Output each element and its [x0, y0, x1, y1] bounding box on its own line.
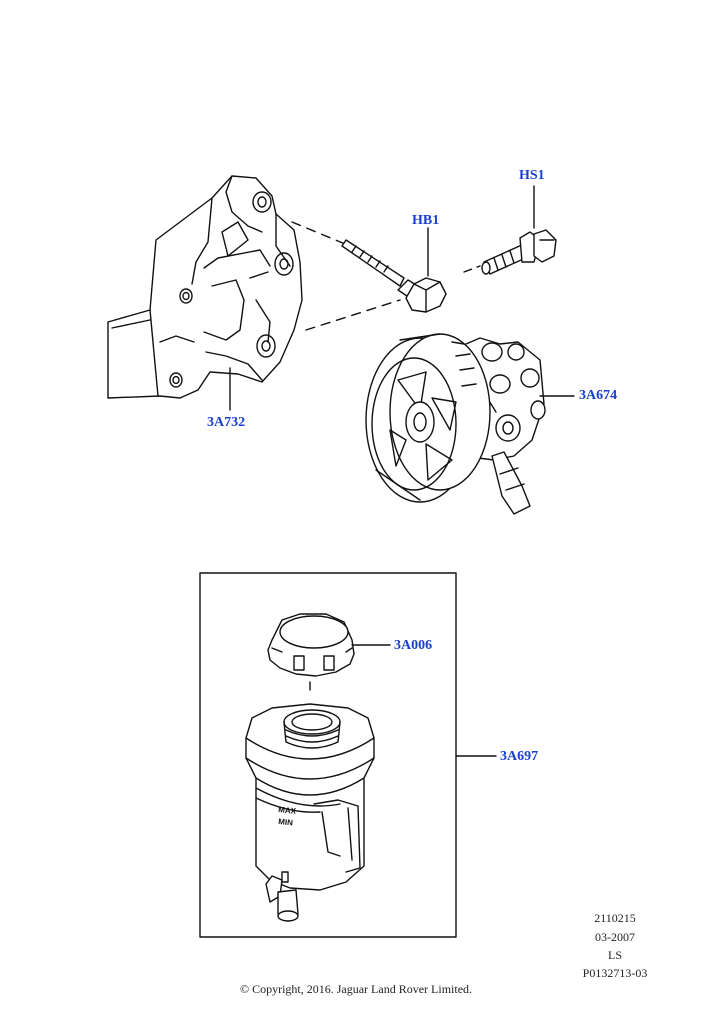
callout-3a006[interactable]: 3A006 [394, 638, 433, 653]
diagram-code: 2110215 [594, 911, 636, 925]
pump-bracket [107, 175, 303, 411]
diagram-date: 03-2007 [595, 930, 635, 944]
callout-hs1[interactable]: HS1 [519, 168, 545, 183]
max-mark: MAX [278, 805, 297, 816]
callout-3a674[interactable]: 3A674 [579, 388, 618, 403]
callout-3a732[interactable]: 3A732 [207, 415, 246, 430]
callout-3a697[interactable]: 3A697 [500, 749, 539, 764]
power-steering-pump [365, 333, 575, 515]
reservoir-cap [267, 613, 391, 713]
min-mark: MIN [278, 817, 294, 828]
flange-bolt-long [341, 227, 447, 313]
diagram-model: LS [607, 948, 622, 962]
reservoir-inset-frame [199, 572, 457, 938]
copyright-notice: © Copyright, 2016. Jaguar Land Rover Lim… [239, 982, 473, 996]
flange-bolt-short [481, 185, 557, 275]
diagram-reference: P0132713-03 [582, 966, 648, 980]
callout-hb1[interactable]: HB1 [412, 213, 440, 228]
fluid-reservoir [245, 703, 375, 922]
